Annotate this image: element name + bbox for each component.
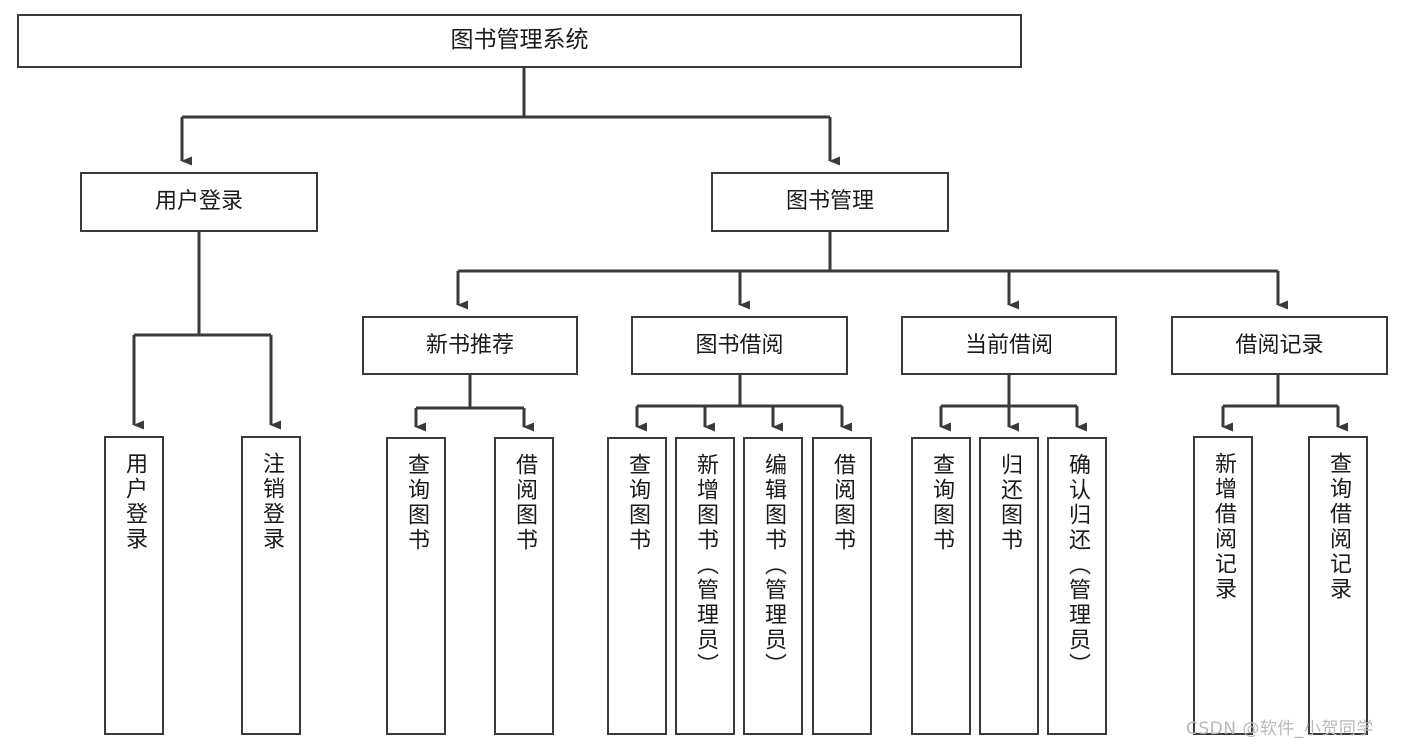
node-borrow-record[interactable]: 借阅记录	[1171, 316, 1388, 375]
node-label: 图书借阅	[695, 332, 784, 358]
leaf-user-login[interactable]: 用户登录	[104, 436, 164, 735]
leaf-bookborrow-add-book-admin[interactable]: 新增图书（管理员）	[675, 437, 735, 735]
node-label: 查询图书	[929, 453, 954, 553]
node-label: 归还图书	[997, 453, 1022, 553]
node-label: 当前借阅	[964, 332, 1053, 358]
node-label: 查询图书	[625, 453, 650, 553]
node-label: 注销登录	[259, 452, 284, 552]
node-book-borrow[interactable]: 图书借阅	[631, 316, 848, 375]
leaf-borrowrecord-add-record[interactable]: 新增借阅记录	[1193, 436, 1253, 735]
leaf-bookborrow-query-book[interactable]: 查询图书	[607, 437, 667, 735]
leaf-borrowrecord-query-record[interactable]: 查询借阅记录	[1308, 436, 1368, 735]
node-label: 用户登录	[154, 189, 243, 215]
node-book-management[interactable]: 图书管理	[711, 172, 949, 232]
leaf-currentborrow-confirm-return-admin[interactable]: 确认归还（管理员）	[1047, 437, 1107, 735]
leaf-bookborrow-borrow-book[interactable]: 借阅图书	[812, 437, 872, 735]
node-label: 确认归还（管理员）	[1065, 453, 1090, 678]
node-label: 编辑图书（管理员）	[761, 453, 786, 678]
node-label: 新增借阅记录	[1211, 452, 1236, 602]
node-label: 图书管理系统	[450, 27, 589, 54]
leaf-logout[interactable]: 注销登录	[241, 436, 301, 735]
leaf-newbook-borrow-book[interactable]: 借阅图书	[494, 437, 554, 735]
leaf-bookborrow-edit-book-admin[interactable]: 编辑图书（管理员）	[743, 437, 803, 735]
node-label: 借阅图书	[512, 453, 537, 553]
node-new-book-recommend[interactable]: 新书推荐	[362, 316, 578, 375]
node-label: 查询借阅记录	[1326, 452, 1351, 602]
node-label: 借阅记录	[1235, 332, 1324, 358]
node-label: 新增图书（管理员）	[693, 453, 718, 678]
node-root-system[interactable]: 图书管理系统	[17, 14, 1022, 68]
node-current-borrow[interactable]: 当前借阅	[901, 316, 1117, 375]
leaf-currentborrow-query-book[interactable]: 查询图书	[911, 437, 971, 735]
node-label: 查询图书	[404, 453, 429, 553]
node-label: 图书管理	[785, 189, 874, 215]
node-user-login[interactable]: 用户登录	[80, 172, 318, 232]
leaf-newbook-query-book[interactable]: 查询图书	[386, 437, 446, 735]
node-label: 借阅图书	[830, 453, 855, 553]
leaf-currentborrow-return-book[interactable]: 归还图书	[979, 437, 1039, 735]
csdn-watermark: CSDN @软件_小贺同学	[1186, 719, 1374, 739]
node-label: 用户登录	[122, 452, 147, 552]
node-label: 新书推荐	[425, 332, 514, 358]
